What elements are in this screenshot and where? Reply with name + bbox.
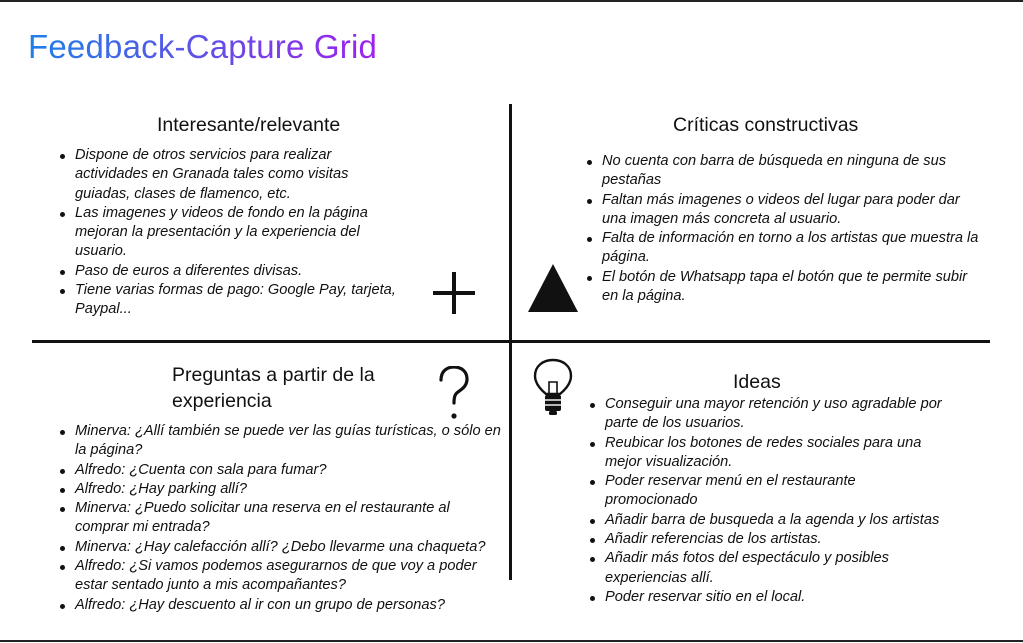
top-border	[0, 0, 1023, 2]
list-item: Faltan más imagenes o videos del lugar p…	[585, 191, 985, 230]
list-item: El botón de Whatsapp tapa el botón que t…	[585, 268, 985, 307]
list-item: Poder reservar sitio en el local.	[588, 588, 948, 607]
plus-icon	[433, 272, 475, 314]
triangle-icon	[528, 264, 578, 312]
bottom-border	[0, 640, 1023, 642]
list-item: Añadir barra de busqueda a la agenda y l…	[588, 511, 948, 530]
interesting-list: Dispone de otros servicios para realizar…	[58, 146, 403, 320]
list-item: Minerva: ¿Allí también se puede ver las …	[58, 422, 503, 461]
list-item: Añadir referencias de los artistas.	[588, 530, 948, 549]
list-item: Las imagenes y videos de fondo en la pág…	[58, 204, 403, 262]
ideas-list: Conseguir una mayor retención y uso agra…	[588, 395, 948, 607]
list-item: Falta de información en torno a los arti…	[585, 229, 985, 268]
quadrant-title-interesting: Interesante/relevante	[157, 114, 341, 136]
quadrant-title-ideas: Ideas	[733, 371, 781, 393]
list-item: Alfredo: ¿Hay parking allí?	[58, 480, 503, 499]
list-item: Minerva: ¿Puedo solicitar una reserva en…	[58, 499, 503, 538]
list-item: Alfredo: ¿Cuenta con sala para fumar?	[58, 461, 503, 480]
list-item: Añadir más fotos del espectáculo y posib…	[588, 549, 948, 588]
list-item: Alfredo: ¿Hay descuento al ir con un gru…	[58, 596, 503, 615]
list-item: Tiene varias formas de pago: Google Pay,…	[58, 281, 403, 320]
questions-list: Minerva: ¿Allí también se puede ver las …	[58, 422, 503, 615]
list-item: Minerva: ¿Hay calefacción allí? ¿Debo ll…	[58, 538, 503, 557]
grid-horizontal-divider	[32, 340, 990, 343]
list-item: Conseguir una mayor retención y uso agra…	[588, 395, 948, 434]
quadrant-title-questions: Preguntas a partir de la experiencia	[172, 364, 375, 412]
lightbulb-icon	[533, 358, 573, 415]
quadrant-title-critiques: Críticas constructivas	[673, 114, 859, 136]
list-item: No cuenta con barra de búsqueda en ningu…	[585, 152, 985, 191]
list-item: Reubicar los botones de redes sociales p…	[588, 434, 948, 473]
critiques-list: No cuenta con barra de búsqueda en ningu…	[585, 152, 985, 306]
question-icon	[439, 366, 469, 419]
list-item: Paso de euros a diferentes divisas.	[58, 262, 403, 281]
list-item: Poder reservar menú en el restaurante pr…	[588, 472, 948, 511]
list-item: Dispone de otros servicios para realizar…	[58, 146, 403, 204]
list-item: Alfredo: ¿Si vamos podemos asegurarnos d…	[58, 557, 503, 596]
page-title: Feedback-Capture Grid	[28, 28, 378, 65]
